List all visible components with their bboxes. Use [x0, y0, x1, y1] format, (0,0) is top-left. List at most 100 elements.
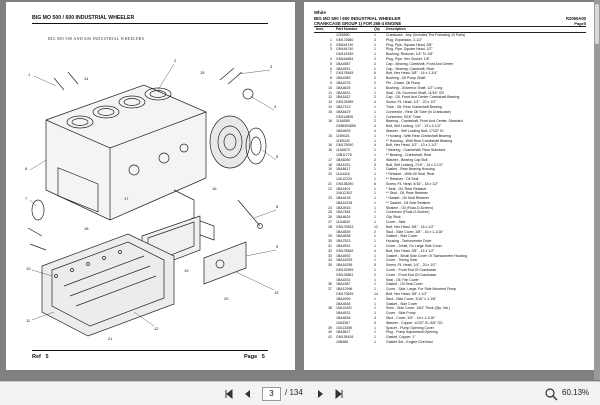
parts-item-no: 37 [328, 287, 332, 292]
parts-qty: 1 [374, 138, 376, 143]
parts-part-number: GM135426 [336, 335, 354, 340]
parts-part-number: GM133955 [336, 100, 354, 105]
parts-qty: 1 [374, 253, 376, 258]
parts-qty: 4 [374, 248, 376, 253]
parts-description: Plug, Pipe, Square Head, 1/2" [386, 47, 433, 52]
parts-item-no: 4 [330, 56, 332, 61]
parts-part-number: 1BA4838 [336, 301, 351, 306]
parts-qty: 1 [374, 148, 376, 153]
parts-description: Bushing - Oil Pump Shaft [386, 76, 426, 81]
parts-description: Spacer - Pump Opening Cover [386, 325, 434, 330]
parts-part-number: 1BA4639 [336, 128, 351, 133]
parts-part-number: GM172680 [336, 37, 354, 42]
parts-item-no: 1 [330, 37, 332, 42]
vertical-scrollbar[interactable] [594, 0, 600, 380]
parts-item-no: 27 [328, 220, 332, 225]
parts-item-no: 16 [328, 148, 332, 153]
first-page-icon[interactable] [221, 386, 237, 402]
last-page-icon[interactable] [331, 386, 347, 402]
parts-item-no: 19 [328, 167, 332, 172]
parts-description: Cover - Front End Of Crankcase [386, 268, 437, 273]
right-page-number: Page5 [574, 21, 586, 26]
parts-part-number: 1BA7313 [336, 104, 351, 109]
parts-part-number: 11B9421 [336, 133, 350, 138]
parts-qty: 1 [374, 296, 376, 301]
viewer-toolbar: 3 / 134 60.13% [0, 381, 600, 405]
page-left: BIG MO 500 / 600 INDUSTRIAL WHEELER BIG … [6, 2, 295, 370]
parts-qty: 6 [374, 181, 376, 186]
next-page-icon[interactable] [312, 386, 328, 402]
parts-description: Cap - Bearing, Camshaft, Rear [386, 66, 435, 71]
parts-description: Bolt, Hex Head, 1/2" - 13 x 1-1/2" [386, 143, 438, 148]
parts-part-number: GM444740 [336, 42, 354, 47]
parts-description: ** Seal - Oil, Rear Retainer [386, 191, 428, 196]
parts-description: ** Housing - With Rear Crankshaft Bearin… [386, 138, 453, 143]
parts-description: Bolt, Self Locking, 7/16" - 14 x 2-1/4" [386, 162, 443, 167]
scrollbar-thumb[interactable] [595, 4, 599, 44]
parts-qty: 1 [374, 186, 376, 191]
callout-6: 6 [25, 166, 28, 171]
parts-part-number: 11A6670 [336, 148, 350, 153]
parts-qty: 1 [374, 258, 376, 263]
page-number-input[interactable]: 3 [262, 387, 281, 401]
parts-qty: 1 [374, 306, 376, 311]
parts-description: Cover - Side, Large, For Side Mounted Pu… [386, 287, 457, 292]
parts-description: ** Gasket - Oil Seal Retainer [386, 200, 431, 205]
parts-qty: 1 [374, 340, 376, 344]
parts-item-no: 26 [328, 215, 332, 220]
page-label: Page [244, 354, 258, 360]
parts-qty: 1 [374, 176, 376, 181]
parts-part-number: 1BA6280 [336, 157, 351, 162]
parts-part-number: 11A4416 [336, 172, 350, 177]
parts-description: Strainer - Oil (Float-O-Screen) [386, 205, 433, 210]
zoom-icon[interactable] [544, 387, 558, 401]
parts-description: ** Bearing - Crankshaft, Rear [386, 152, 432, 157]
parts-qty: 1 [374, 215, 376, 220]
parts-part-number: 10A3367 [336, 320, 351, 325]
callout-4: 4 [274, 104, 277, 109]
parts-description: * Seal - Oil, Rear Retainer [386, 186, 427, 191]
zoom-level[interactable]: 60.13% [562, 388, 590, 397]
parts-description: Pin - Dowel, Oil Pump [386, 80, 421, 85]
parts-qty: 1 [374, 191, 376, 196]
parts-part-number: 1BA4376 [336, 80, 351, 85]
parts-qty: 1 [374, 335, 376, 340]
parts-part-number: 1BA4624 [336, 215, 351, 220]
parts-item-no: 6 [330, 66, 332, 71]
parts-part-number: GM133681 [336, 272, 354, 277]
callout-13: 13 [274, 290, 279, 295]
parts-description: Bushing - Governor Shaft, 1/2" Long [386, 85, 443, 90]
parts-part-number: 10B11775 [336, 152, 352, 157]
left-header-rule [32, 23, 268, 24]
parts-item-no: 29 [328, 234, 332, 239]
parts-qty: 4 [374, 128, 376, 133]
previous-page-icon[interactable] [240, 386, 256, 402]
parts-part-number: 10A13306 [336, 325, 352, 330]
parts-qty: 2 [374, 95, 376, 100]
parts-description: Cover - Timing Gear [386, 258, 418, 263]
ref-label: Ref [32, 354, 41, 360]
parts-part-number: 1BA6429 [336, 109, 351, 114]
parts-qty: 2 [374, 272, 376, 277]
parts-part-number: 1BA4587 [336, 61, 351, 66]
group-title: CRANKCASE GROUP 1) FOR 268-4 ENGINE [314, 21, 402, 26]
left-page-title: BIG MO 500 / 600 INDUSTRIAL WHEELER [32, 15, 135, 21]
parts-qty: 1 [374, 114, 376, 119]
parts-qty: 1 [374, 47, 376, 52]
